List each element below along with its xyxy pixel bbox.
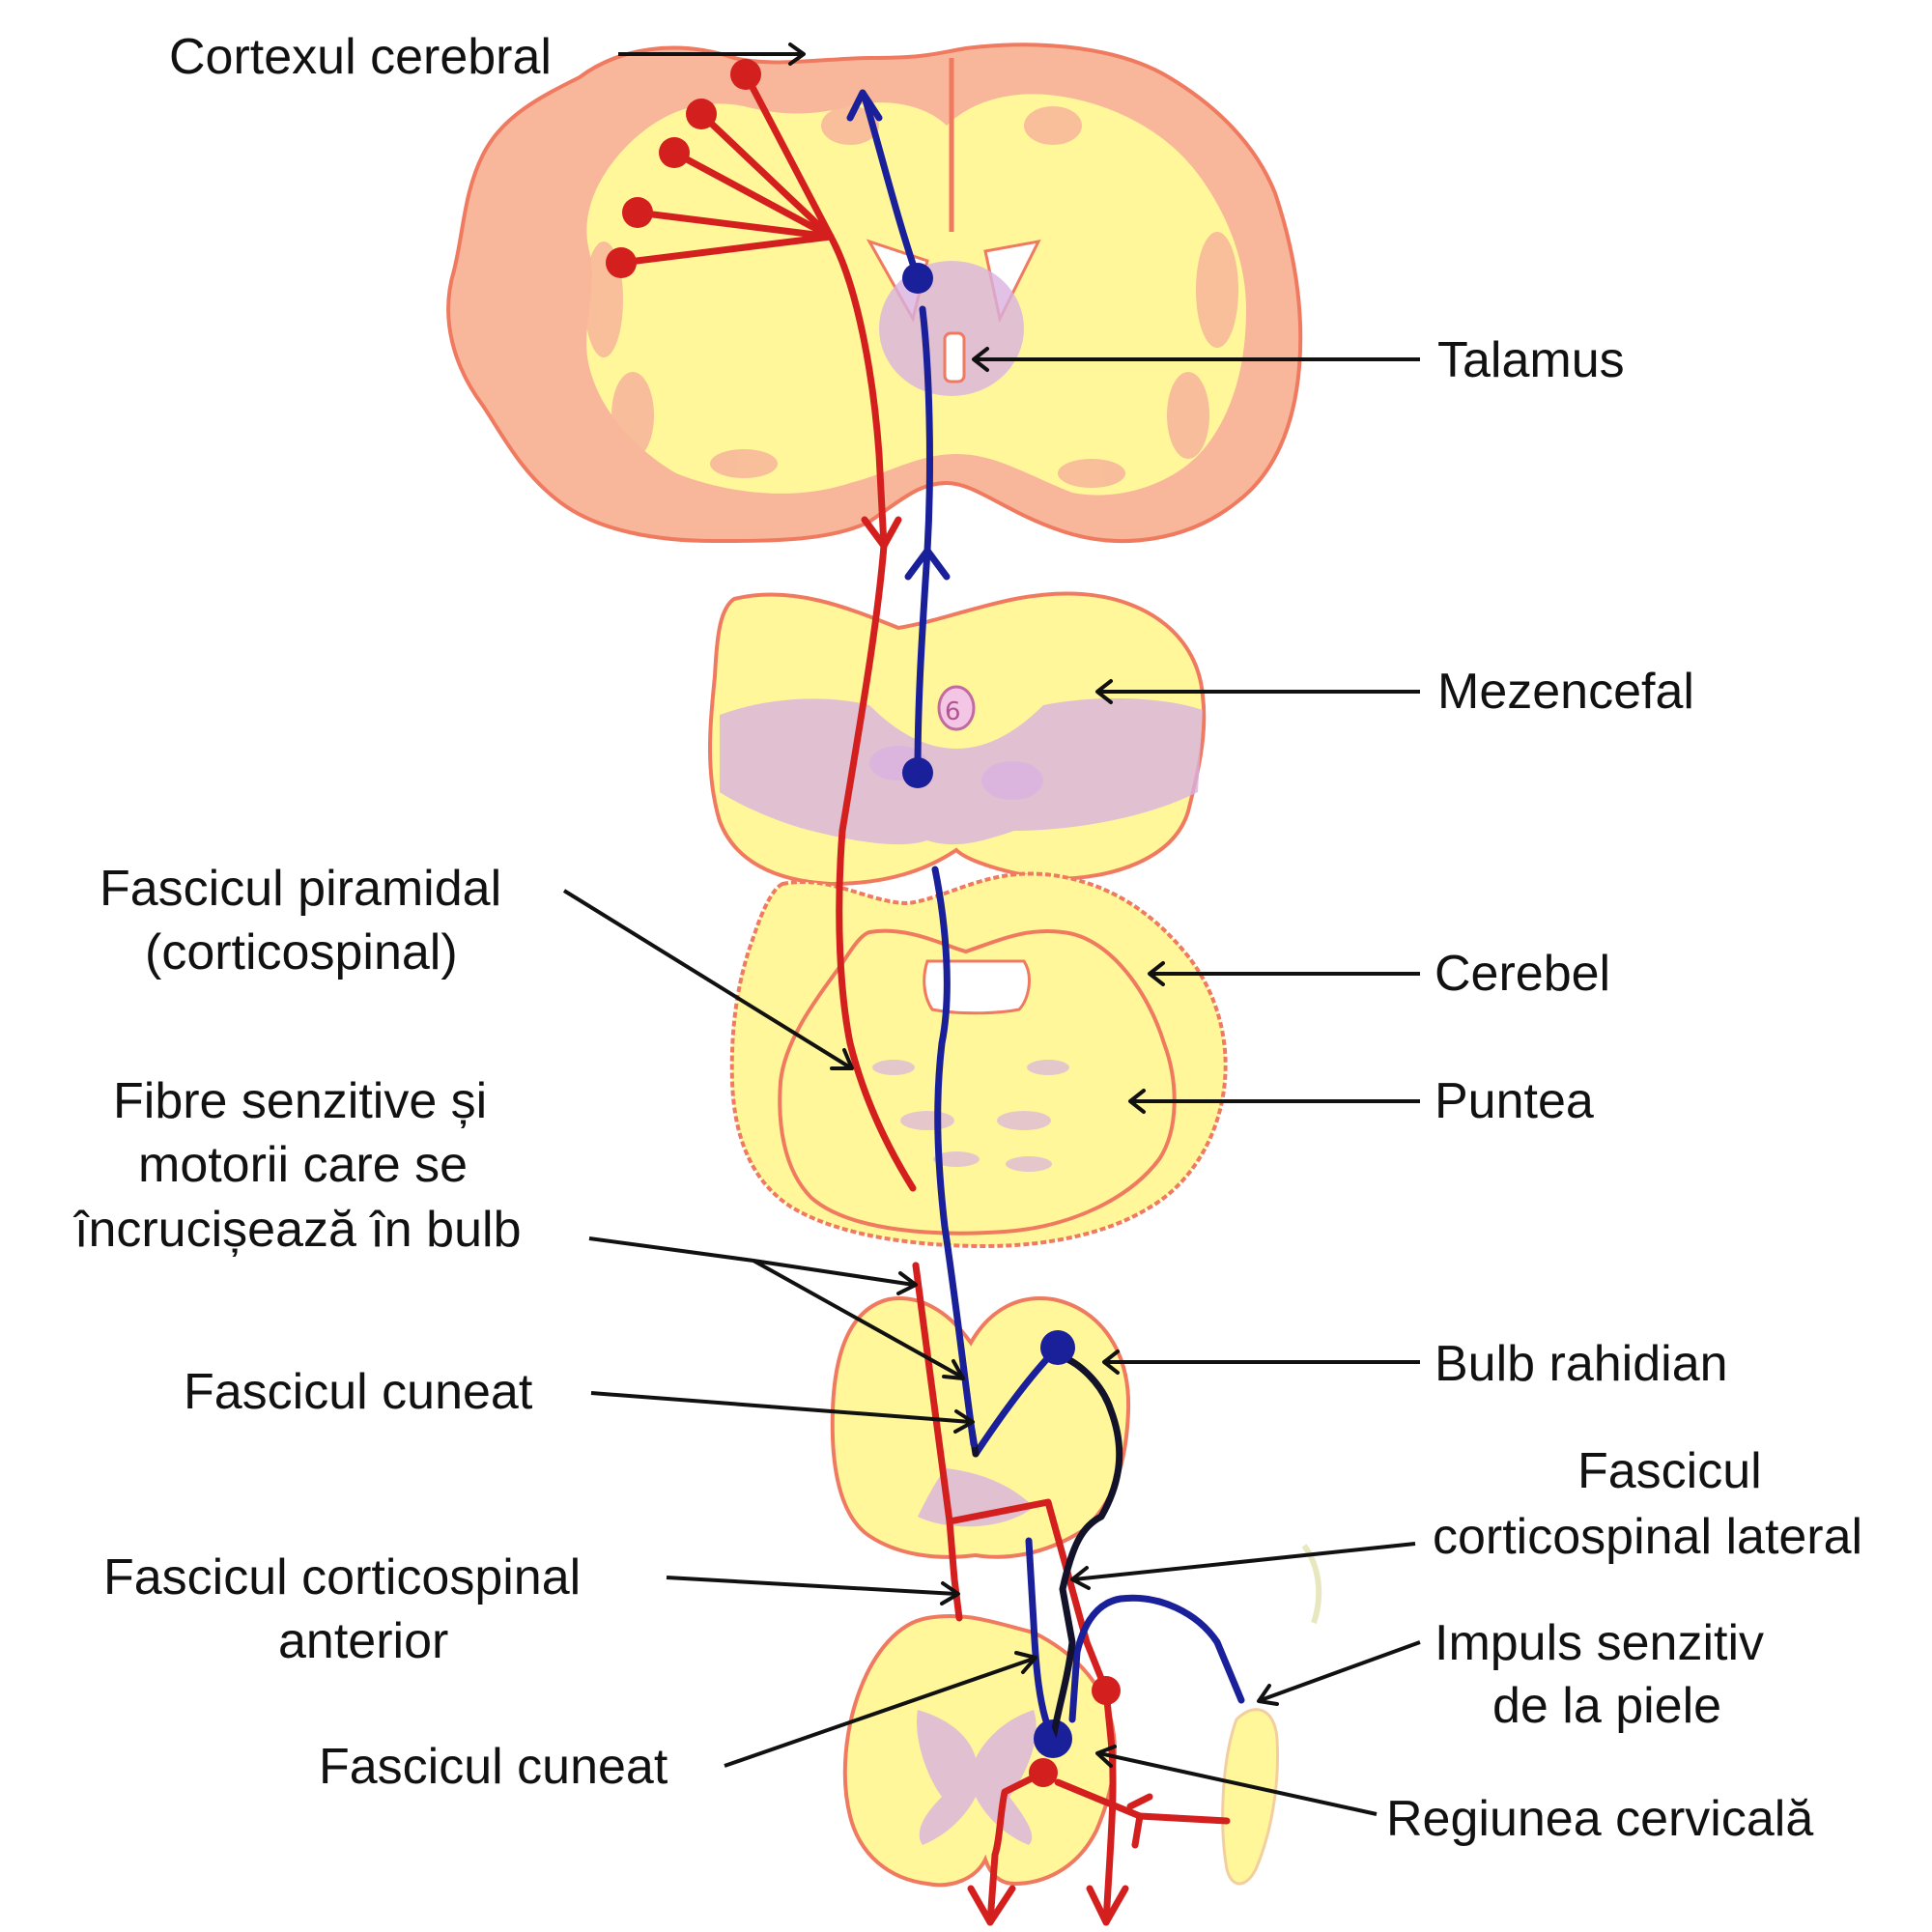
label-text: anterior xyxy=(278,1613,448,1669)
label-lateral-corticospinal: Fascicul corticospinal lateral xyxy=(1070,1443,1862,1590)
label-text: (corticospinal) xyxy=(145,924,458,980)
label-anterior-corticospinal: Fascicul corticospinal anterior xyxy=(103,1549,960,1669)
sensory-pathway xyxy=(846,89,1245,1758)
label-text: încrucișează în bulb xyxy=(72,1202,522,1258)
label-midbrain: Mezencefal xyxy=(1095,664,1694,720)
label-text: corticospinal lateral xyxy=(1433,1509,1862,1565)
label-text: Puntea xyxy=(1435,1073,1594,1129)
label-text: Fascicul piramidal xyxy=(99,861,501,917)
label-text: motorii care se xyxy=(138,1137,468,1193)
label-pyramidal: Fascicul piramidal (corticospinal) xyxy=(99,861,854,1070)
label-medulla: Bulb rahidian xyxy=(1102,1336,1728,1392)
label-text: Cerebel xyxy=(1435,946,1610,1002)
label-text: Mezencefal xyxy=(1437,664,1694,720)
label-cerebellum: Cerebel xyxy=(1148,946,1610,1002)
label-text: Fascicul cuneat xyxy=(319,1739,668,1795)
midbrain-section: 6 xyxy=(708,591,1207,887)
label-text: Fibre senzitive și xyxy=(113,1073,487,1129)
label-thalamus: Talamus xyxy=(972,332,1625,388)
label-cortex: Cortexul cerebral xyxy=(169,29,806,85)
label-cuneate-lower: Fascicul cuneat xyxy=(319,1651,1037,1795)
label-text: Cortexul cerebral xyxy=(169,29,552,85)
label-cuneate-upper: Fascicul cuneat xyxy=(184,1364,975,1434)
cerebellum-pons-section xyxy=(729,871,1228,1249)
label-text: Impuls senzitiv xyxy=(1435,1615,1764,1671)
label-text: de la piele xyxy=(1492,1678,1721,1734)
label-pons: Puntea xyxy=(1128,1073,1594,1129)
label-cervical: Regiunea cervicală xyxy=(1095,1745,1813,1847)
label-text: Fascicul corticospinal xyxy=(103,1549,581,1605)
label-skin-impulse: Impuls senzitiv de la piele xyxy=(1257,1615,1764,1734)
label-text: Talamus xyxy=(1437,332,1625,388)
label-text: Regiunea cervicală xyxy=(1386,1791,1813,1847)
svg-text:6: 6 xyxy=(945,697,961,726)
label-text: Fascicul cuneat xyxy=(184,1364,533,1420)
label-text: Bulb rahidian xyxy=(1435,1336,1728,1392)
label-text: Fascicul xyxy=(1577,1443,1762,1499)
label-crossing-fibers: Fibre senzitive și motorii care se încru… xyxy=(72,1073,965,1380)
cervical-cord-section xyxy=(842,1544,1322,1888)
